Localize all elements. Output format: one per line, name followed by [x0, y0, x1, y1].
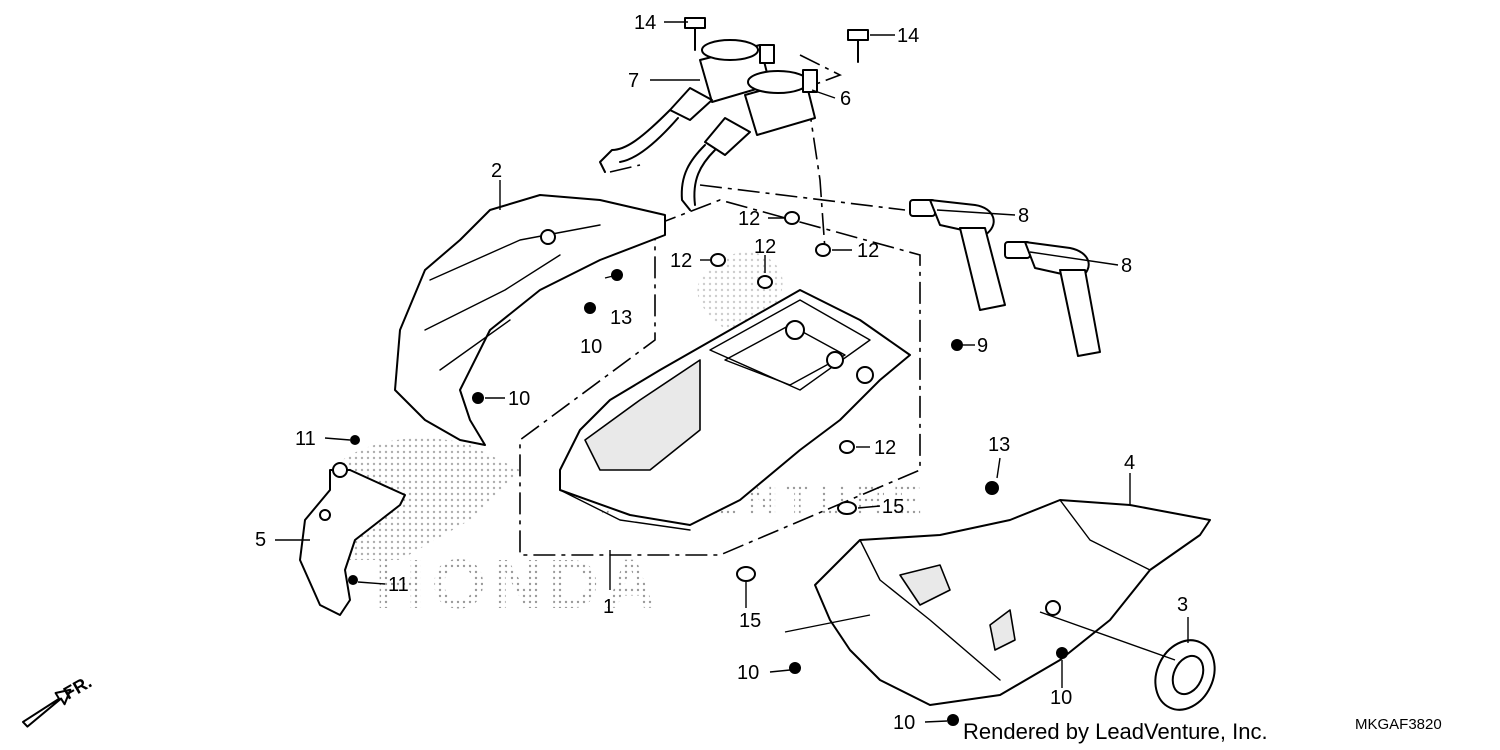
- callout-10-upper: 10: [580, 336, 602, 358]
- callout-12-lower: 12: [874, 437, 896, 459]
- callout-8-lower: 8: [1121, 255, 1132, 277]
- callout-10-right: 10: [1050, 687, 1072, 709]
- callout-14-left: 14: [634, 12, 656, 34]
- lower-cover-4: [814, 499, 1211, 706]
- callout-2: 2: [491, 160, 502, 182]
- callout-7: 7: [628, 70, 639, 92]
- callouts: 14 14 7 6 2 8 12 12 12 12 8 13 10 9 10 1…: [255, 12, 1188, 734]
- callout-10-left: 10: [737, 662, 759, 684]
- undertray-1: [559, 289, 911, 531]
- fasteners: [348, 211, 1068, 726]
- callout-8-upper: 8: [1018, 205, 1029, 227]
- leader-lines: [275, 21, 1189, 723]
- callout-15-right: 15: [882, 496, 904, 518]
- callout-9: 9: [977, 335, 988, 357]
- bolt-14-right: [847, 29, 869, 63]
- callout-15-lower: 15: [739, 610, 761, 632]
- watermark-honda: HONDA: [375, 545, 662, 623]
- bracket-5: [299, 462, 406, 616]
- callout-5: 5: [255, 529, 266, 551]
- callout-14-right: 14: [897, 25, 919, 47]
- callout-11-lower: 11: [388, 574, 409, 596]
- callout-11-upper: 11: [295, 428, 316, 450]
- ignition-coil-6: [680, 69, 818, 211]
- cover-2: [394, 194, 666, 446]
- bolt-14-left: [684, 17, 706, 51]
- diagram-code: MKGAF3820: [1355, 716, 1442, 733]
- callout-12-right: 12: [857, 240, 879, 262]
- callout-12-middle: 12: [754, 236, 776, 258]
- callout-13-right: 13: [988, 434, 1010, 456]
- front-direction-arrow: FR.: [21, 672, 95, 728]
- callout-12-left: 12: [670, 250, 692, 272]
- group-frames: [519, 54, 921, 556]
- callout-3: 3: [1177, 594, 1188, 616]
- callout-1: 1: [603, 596, 614, 618]
- rendered-by-credit: Rendered by LeadVenture, Inc.: [963, 719, 1268, 744]
- callout-10-cover: 10: [508, 388, 530, 410]
- callout-12-top: 12: [738, 208, 760, 230]
- plug-cap-8-lower: [1004, 241, 1101, 357]
- callout-13-upper: 13: [610, 307, 632, 329]
- grommet-3: [1154, 639, 1216, 711]
- plug-cap-8-upper: [909, 199, 1006, 311]
- callout-10-bottom: 10: [893, 712, 915, 734]
- callout-6: 6: [840, 88, 851, 110]
- watermark: HONDA ADVENTURE: [330, 251, 922, 623]
- callout-4: 4: [1124, 452, 1135, 474]
